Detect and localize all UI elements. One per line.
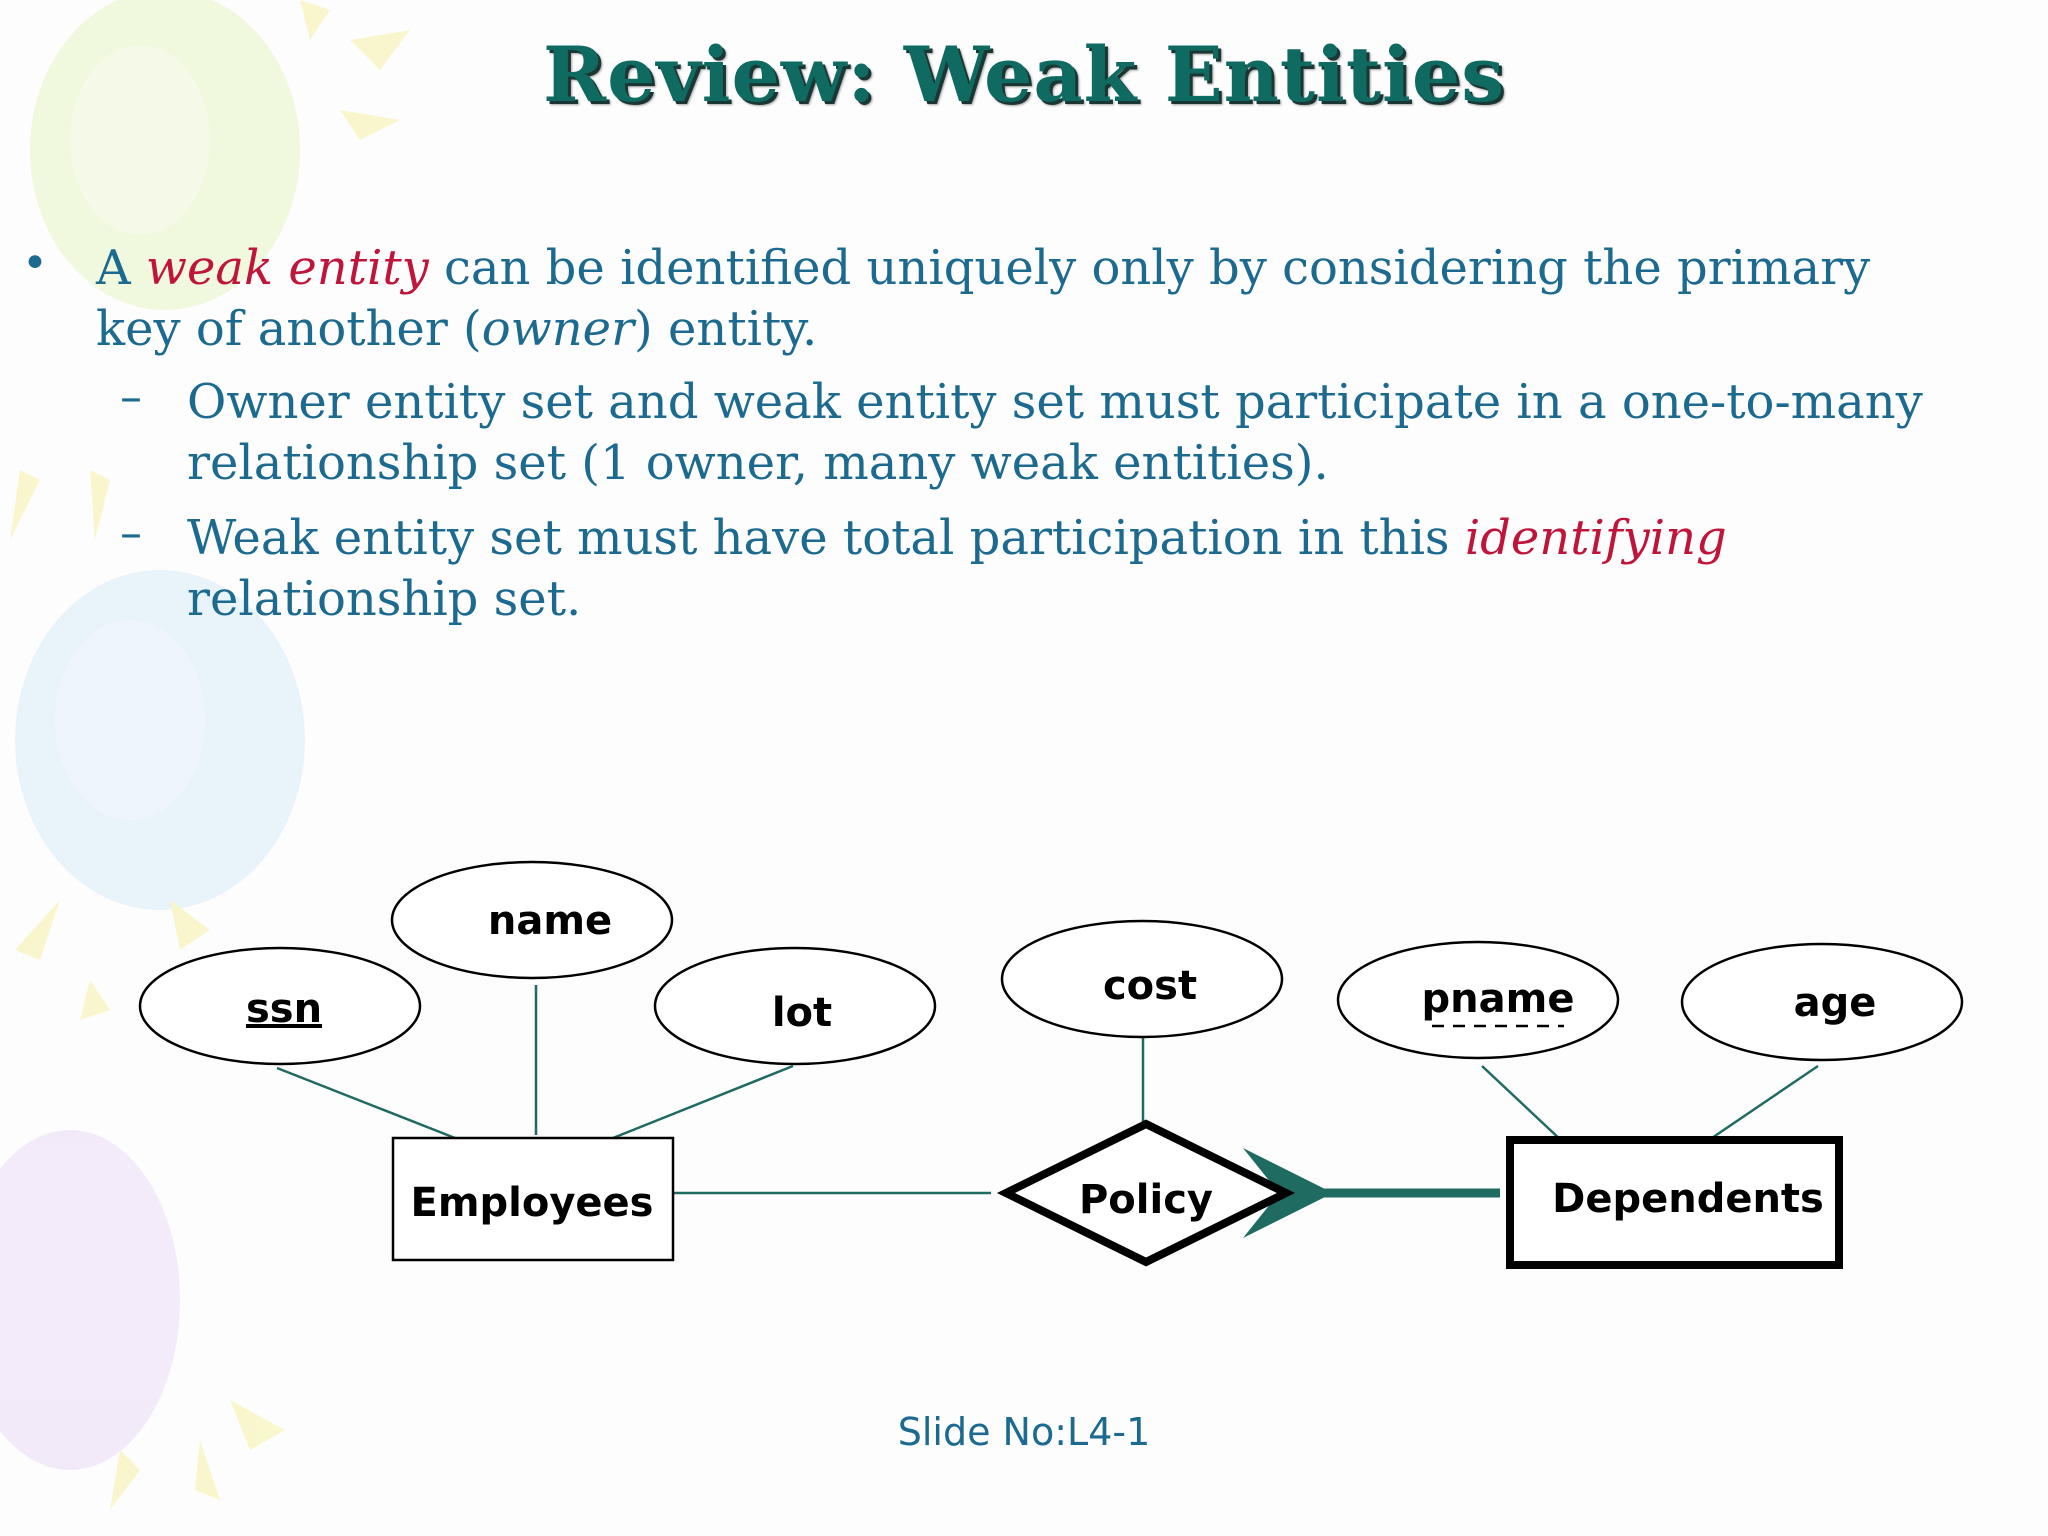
ray-6 — [15, 900, 60, 960]
bullet-line2-start: key of another ( — [96, 301, 482, 357]
bullet-dot: • — [22, 238, 48, 289]
sub-bullet-2: Weak entity set must have total particip… — [187, 508, 1727, 630]
attribute-name: name — [390, 860, 674, 980]
sub-bullet-dash-1: – — [120, 372, 142, 423]
balloon-blue-inner — [55, 620, 205, 820]
slide-title: Review: Weak Entities — [543, 30, 1505, 119]
entity-dependents-label: Dependents — [1552, 1176, 1824, 1222]
attribute-lot-label: lot — [772, 990, 832, 1036]
lot-connector — [612, 1064, 794, 1140]
ray-3 — [340, 110, 400, 140]
ray-7 — [80, 980, 110, 1020]
entity-dependents-weak: Dependents — [1506, 1136, 1843, 1269]
bullet-main: A weak entity can be identified uniquely… — [96, 238, 1870, 360]
sub-bullet-2-line2: relationship set. — [187, 571, 582, 627]
relationship-policy-identifying: Policy — [996, 1119, 1296, 1267]
sub-bullet-2-text-start: Weak entity set must have total particip… — [187, 510, 1465, 566]
entity-employees: Employees — [391, 1136, 675, 1262]
attribute-pname-label: pname — [1422, 976, 1575, 1022]
ray-2 — [350, 30, 410, 70]
attribute-name-label: name — [488, 898, 612, 944]
sub-bullet-1-line1: Owner entity set and weak entity set mus… — [187, 374, 1923, 430]
ray-4 — [10, 470, 40, 540]
term-weak-entity: weak entity — [145, 240, 429, 296]
ray-11 — [195, 1440, 220, 1500]
term-identifying: identifying — [1464, 510, 1727, 566]
entity-employees-label: Employees — [411, 1180, 654, 1226]
attribute-ssn: ssn — [138, 946, 422, 1066]
term-owner: owner — [481, 301, 635, 357]
sub-bullet-1: Owner entity set and weak entity set mus… — [187, 372, 1923, 494]
bullet-text-middle: can be identified uniquely only by consi… — [428, 240, 1871, 296]
attribute-pname: pname — [1336, 940, 1620, 1060]
bullet-text-start: A — [96, 240, 146, 296]
attribute-age-label: age — [1794, 980, 1877, 1026]
sub-bullet-dash-2: – — [120, 508, 142, 559]
attribute-age: age — [1680, 942, 1964, 1062]
pname-connector — [1481, 1065, 1564, 1143]
ssn-connector — [276, 1066, 456, 1140]
attribute-lot: lot — [653, 946, 937, 1066]
sub-bullet-1-line2: relationship set (1 owner, many weak ent… — [187, 435, 1329, 491]
balloon-purple — [0, 1130, 180, 1470]
attribute-cost-label: cost — [1103, 963, 1197, 1009]
age-connector — [1705, 1064, 1819, 1144]
ray-8 — [170, 900, 210, 950]
slide-number: Slide No:L4-1 — [897, 1410, 1151, 1454]
attribute-cost: cost — [1000, 919, 1284, 1039]
ray-5 — [90, 470, 110, 540]
ray-1 — [300, 0, 330, 40]
bullet-line2-end: ) entity. — [634, 301, 818, 357]
relationship-policy-label: Policy — [1079, 1177, 1213, 1223]
balloon-green-inner — [70, 45, 210, 235]
ray-10 — [110, 1450, 140, 1510]
ray-9 — [230, 1400, 285, 1450]
attribute-ssn-label: ssn — [246, 986, 322, 1032]
